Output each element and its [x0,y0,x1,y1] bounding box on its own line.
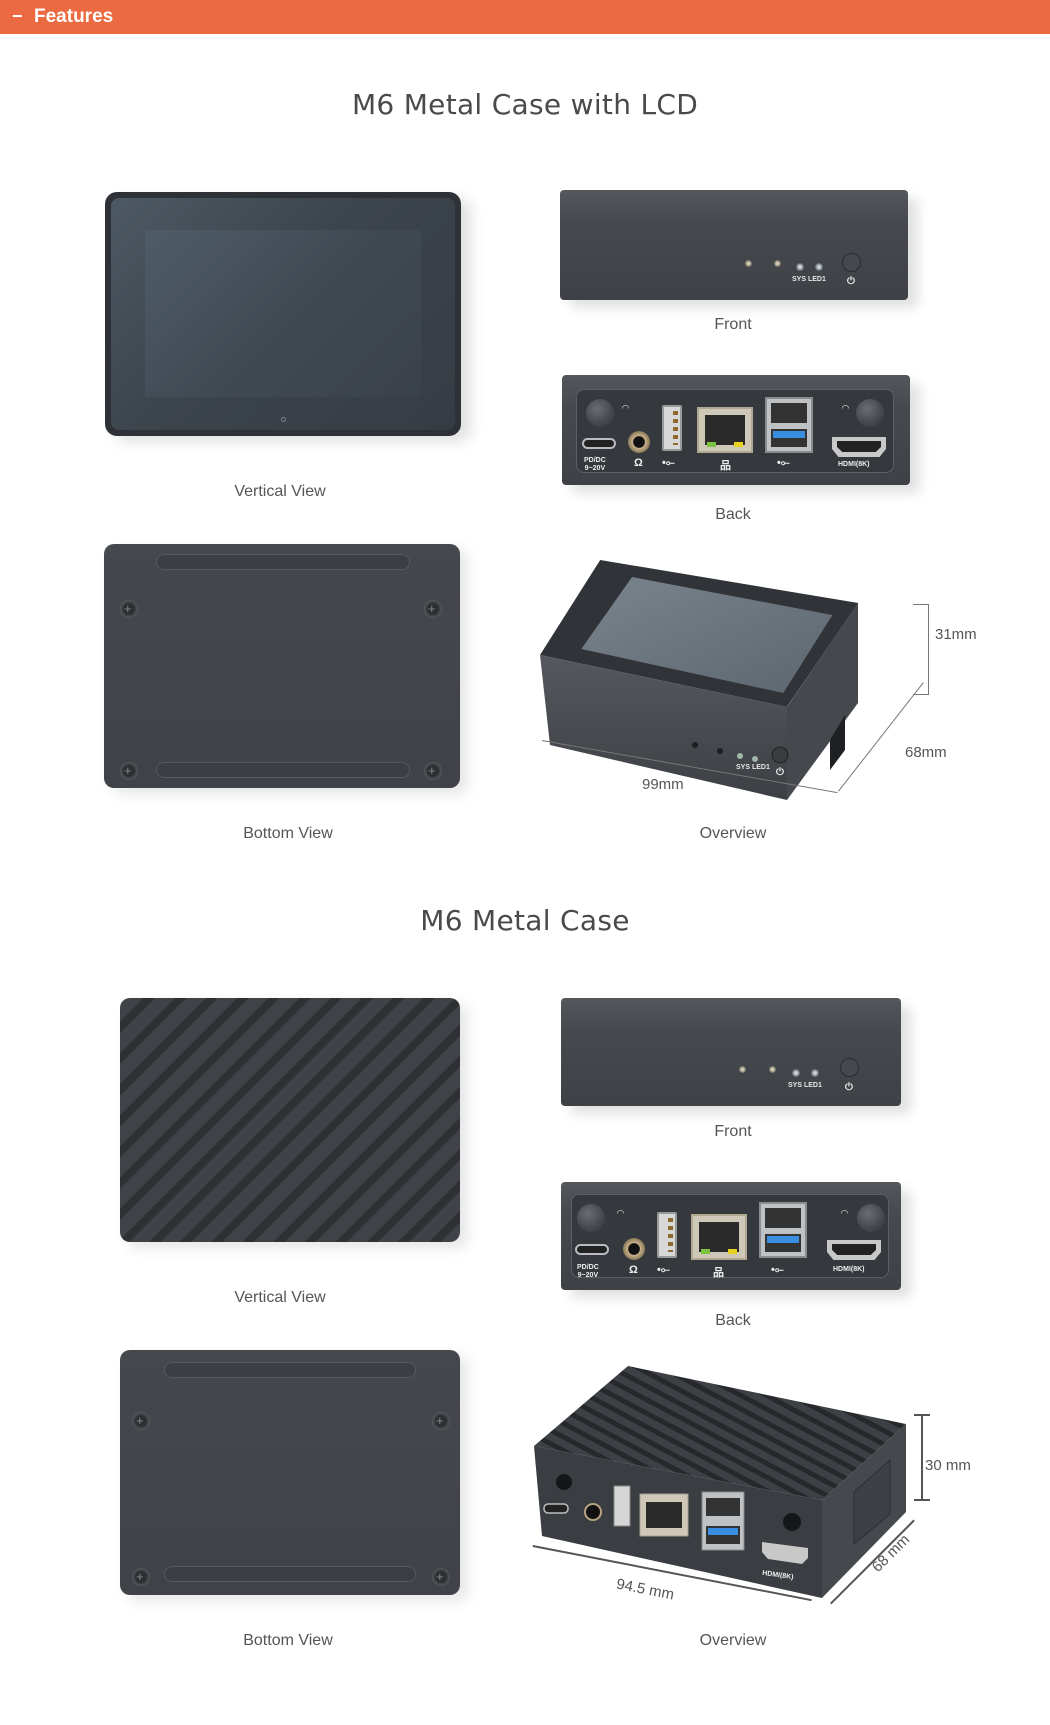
audio-jack [628,431,650,453]
caption-overview: Overview [699,1632,767,1649]
caption-back: Back [715,506,751,523]
dimension-depth: 68mm [905,744,947,761]
network-icon: 品 [720,460,731,472]
lcd-vertical-view-image [105,192,461,438]
lcd-front-view-image: SYS LED1 ⏻ [560,190,910,302]
usb-c-port [582,438,616,449]
wifi-icon: ◠ [841,1208,848,1218]
power-button [842,253,861,272]
metal-front-view-image: SYS LED1 ⏻ [561,998,903,1108]
dimension-height: 30 mm [925,1457,971,1474]
caption-overview: Overview [699,825,767,842]
features-header[interactable]: − Features [0,0,1050,34]
collapse-icon[interactable]: − [12,6,23,26]
features-title: Features [34,6,114,27]
lcd-bottom-view-image [104,544,462,790]
caption-front: Front [714,1123,752,1140]
caption-bottom-view: Bottom View [243,1632,333,1649]
caption-vertical-view: Vertical View [234,483,326,500]
usb-icon: •⟜ [771,1264,784,1276]
caption-bottom-view: Bottom View [243,825,333,842]
power-icon: ⏻ [776,767,784,778]
headphone-icon: Ω [629,1264,638,1276]
metal-overview-image: HDMI(8K) [530,1362,910,1602]
wifi-icon: ◠ [842,403,849,413]
caption-back: Back [715,1312,751,1329]
audio-jack [623,1238,645,1260]
usb-icon: •⟜ [657,1264,670,1276]
power-icon: ⏻ [845,1082,853,1093]
ethernet-port [697,407,753,453]
usb-a-port [662,405,682,451]
headphone-icon: Ω [634,457,643,469]
power-icon: ⏻ [847,276,855,287]
usb-stack-port [765,397,813,453]
wifi-icon: ◠ [617,1208,624,1218]
hdmi-label: HDMI(8K) [838,461,870,468]
network-icon: 品 [713,1267,724,1279]
hdmi-port [832,437,886,457]
hdmi-port [827,1240,881,1260]
section-title-lcd: M6 Metal Case with LCD [351,88,699,121]
led-label: SYS LED1 [736,764,770,771]
usb-icon: •⟜ [662,457,675,469]
metal-vertical-view-image [120,998,462,1244]
usb-a-port [657,1212,677,1258]
power-button [840,1058,859,1077]
ethernet-port [691,1214,747,1260]
dimension-height: 31mm [935,626,977,643]
caption-vertical-view: Vertical View [234,1289,326,1306]
usb-c-port [575,1244,609,1255]
metal-bottom-view-image [120,1350,462,1597]
wifi-icon: ◠ [622,403,629,413]
led-label: SYS LED1 [792,276,826,283]
dimension-width: 99mm [642,776,684,793]
lcd-overview-image: SYS LED1 ⏻ [540,555,860,805]
usb-icon: •⟜ [777,457,790,469]
usb-stack-port [759,1202,807,1258]
led-label: SYS LED1 [788,1082,822,1089]
caption-front: Front [714,316,752,333]
section-title-metal: M6 Metal Case [420,904,630,937]
hdmi-label: HDMI(8K) [833,1266,865,1273]
home-button-icon [281,417,286,422]
